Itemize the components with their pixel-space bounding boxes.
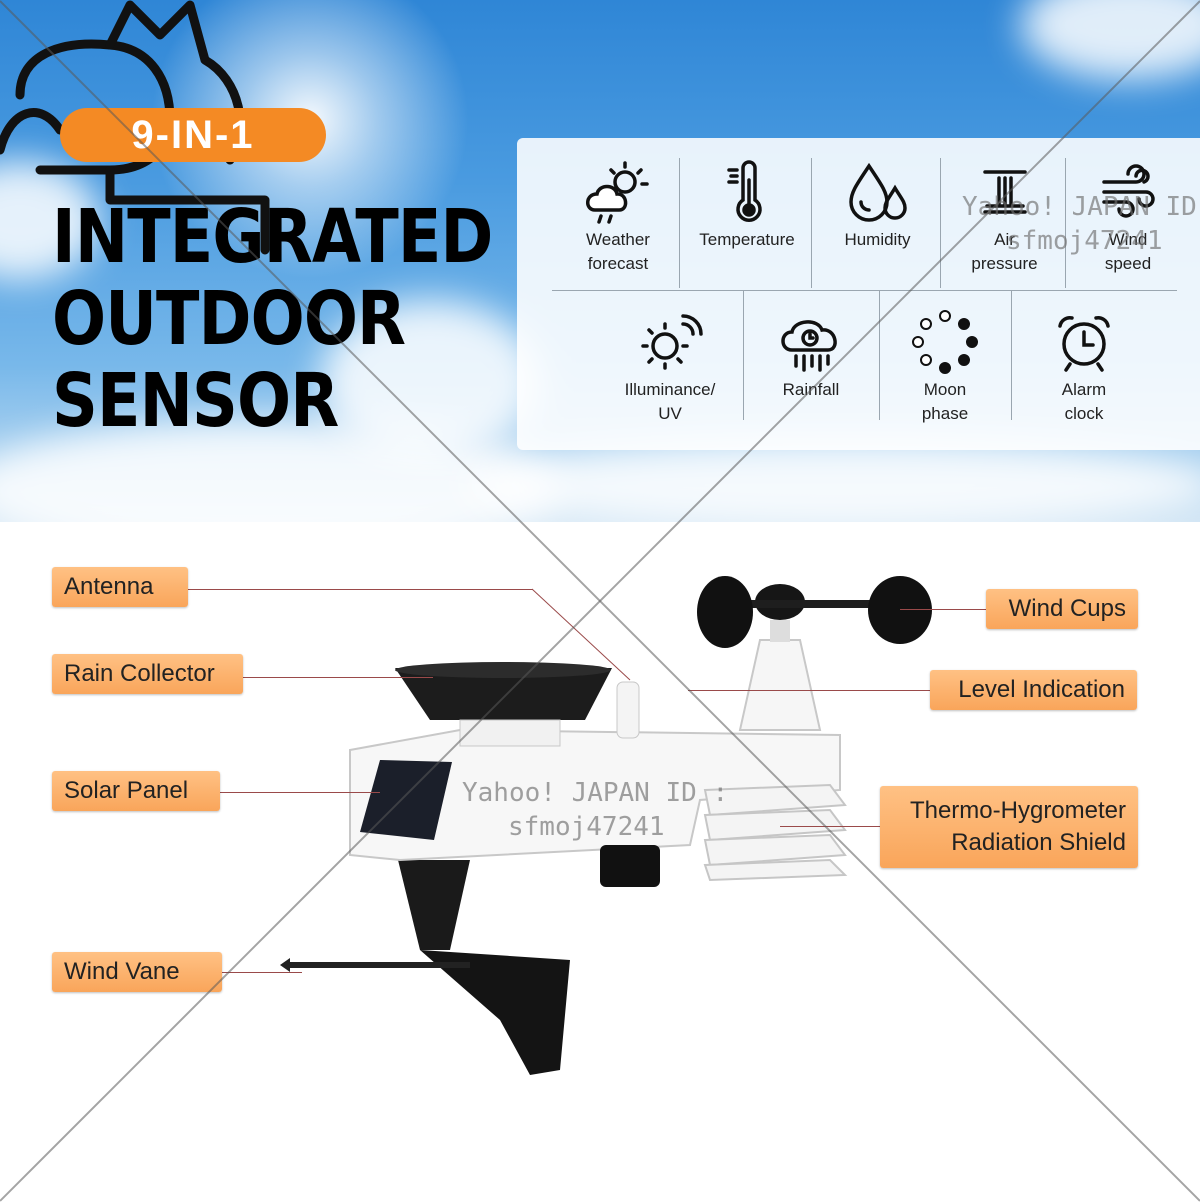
radiation-shield-shape (703, 783, 848, 882)
label-line: Thermo-Hygrometer (909, 797, 1126, 824)
leader-line (220, 792, 380, 793)
thermometer-icon (727, 160, 762, 222)
feature-weather-forecast: Weather forecast (557, 160, 679, 276)
feature-label: Air (994, 230, 1015, 249)
rainfall-icon (781, 320, 837, 372)
watermark-text: Yahoo! JAPAN ID (962, 192, 1197, 222)
label-radiation-shield: Thermo-Hygrometer Radiation Shield (880, 786, 1138, 868)
rain-collector-bowl (395, 668, 612, 720)
feature-wind-speed: Wind speed (1069, 160, 1187, 276)
main-body (349, 728, 841, 862)
wind-vane-arm (290, 962, 470, 968)
label-wind-vane: Wind Vane (52, 952, 222, 992)
wind-vane-mount (398, 860, 470, 950)
rain-collector-rim (395, 662, 611, 678)
feature-illuminance: Illuminance/ UV (597, 310, 743, 426)
anemometer-tower (738, 639, 822, 731)
wind-vane-tail (420, 950, 570, 1075)
divider (552, 290, 1177, 291)
divider (743, 290, 744, 420)
sensor-knob (600, 845, 660, 887)
feature-label: speed (1104, 254, 1152, 273)
feature-alarm-clock: Alarm clock (1011, 310, 1157, 426)
leader-line (688, 690, 930, 691)
feature-label: forecast (587, 254, 649, 273)
leader-line (243, 677, 433, 678)
feature-label: phase (921, 404, 969, 423)
feature-label: Moon (923, 380, 967, 399)
feature-humidity: Humidity (815, 160, 940, 252)
divider (1011, 290, 1012, 420)
cloud (460, 440, 1200, 522)
watermark-text: sfmoj47241 (508, 812, 665, 842)
feature-label: Illuminance/ (624, 380, 716, 399)
leader-line-diagonal (531, 588, 631, 681)
divider (940, 158, 941, 288)
leader-line (780, 826, 882, 827)
wind-speed-icon (1102, 164, 1155, 218)
humidity-icon (848, 162, 907, 222)
solar-panel-shape (360, 760, 452, 840)
feature-label: Wind (1108, 230, 1148, 249)
divider (679, 158, 680, 288)
nine-in-one-badge: 9-IN-1 (60, 108, 326, 162)
anemometer-shaft (770, 620, 790, 642)
label-rain-collector: Rain Collector (52, 654, 243, 694)
feature-label: clock (1064, 404, 1104, 423)
weather-forecast-icon (586, 161, 649, 224)
anemometer-arm (725, 600, 875, 608)
feature-label: Humidity (844, 230, 911, 249)
divider (1065, 158, 1066, 288)
headline-line: SENSOR (52, 358, 339, 444)
label-wind-cups: Wind Cups (986, 589, 1138, 629)
leader-line (222, 972, 302, 973)
wind-cup (868, 576, 932, 644)
feature-moon-phase: Moon phase (879, 310, 1011, 426)
label-antenna: Antenna (52, 567, 188, 607)
illuminance-icon (641, 314, 703, 370)
divider (879, 290, 880, 420)
feature-label: Temperature (699, 230, 795, 249)
wind-vane-pointer (280, 958, 290, 972)
leader-line (900, 609, 986, 610)
antenna-shape (616, 681, 640, 739)
label-line: Radiation Shield (951, 829, 1126, 856)
wind-cup (697, 576, 753, 648)
feature-label: Weather (586, 230, 650, 249)
feature-label: pressure (971, 254, 1038, 273)
feature-label: UV (658, 404, 682, 423)
label-solar-panel: Solar Panel (52, 771, 220, 811)
leader-line (188, 589, 533, 590)
watermark-text: Yahoo! JAPAN ID : (462, 778, 729, 808)
alarm-clock-icon (1058, 316, 1110, 372)
feature-panel: Weather forecast Temperature (517, 138, 1200, 450)
headline-line: INTEGRATED (52, 194, 493, 280)
feature-label: Alarm (1061, 380, 1107, 399)
label-level-indication: Level Indication (930, 670, 1137, 710)
feature-temperature: Temperature (683, 160, 811, 252)
divider (811, 158, 812, 288)
moon-phase-icon (912, 310, 978, 374)
watermark-text: sfmoj47241 (1006, 226, 1163, 256)
